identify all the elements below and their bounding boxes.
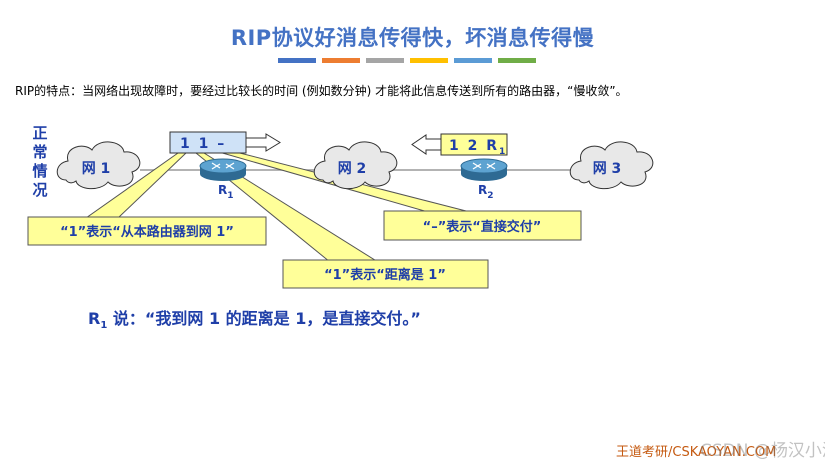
r2-update-message: 1 2 R1 (411, 133, 508, 157)
r1-message-text: 1 1 – (180, 136, 226, 152)
router-r2[interactable]: R2 (460, 158, 508, 201)
arrow-right-icon (245, 133, 281, 152)
callout-text: “1”表示“从本路由器到网 1” (60, 224, 234, 240)
callout-text: “–”表示“直接交付” (423, 219, 542, 235)
side-label: 正 常 情 况 (30, 124, 50, 200)
router-r1[interactable]: R1 (199, 158, 247, 201)
color-bar-2 (322, 58, 360, 63)
router-label: R2 (478, 183, 494, 201)
router-label: R1 (218, 183, 234, 201)
r2-message-text: 1 2 R1 (449, 138, 507, 157)
r1-update-message: 1 1 – (169, 131, 281, 154)
side-label-char: 情 (32, 162, 48, 180)
side-label-char: 正 (32, 124, 48, 142)
arrow-left-icon (411, 134, 442, 155)
slide-title: RIP协议好消息传得快，坏消息传得慢 (230, 26, 595, 50)
callout-distance: “1”表示“距离是 1” (282, 259, 489, 289)
network-label: 网 2 (338, 161, 367, 177)
router-arrows-icon (472, 162, 496, 170)
color-bar-5 (454, 58, 492, 63)
cloud-net-1: 网 1 (56, 141, 141, 190)
cloud-net-2: 网 2 (313, 141, 398, 190)
intro-text: RIP的特点：当网络出现故障时，要经过比较长的时间 (例如数分钟) 才能将此信息… (15, 84, 628, 98)
side-label-char: 况 (32, 181, 48, 199)
color-bar-1 (278, 58, 316, 63)
network-label: 网 1 (82, 161, 111, 177)
network-label: 网 3 (593, 161, 622, 177)
watermark: CSDN @杨汉小泽 (700, 441, 825, 461)
color-bar-3 (366, 58, 404, 63)
cloud-net-3: 网 3 (569, 141, 654, 190)
color-bar-6 (498, 58, 536, 63)
color-bar-4 (410, 58, 448, 63)
title-color-bars (278, 58, 536, 63)
callout-direct: “–”表示“直接交付” (383, 210, 582, 241)
conclusion-text: R1 说：“我到网 1 的距离是 1，是直接交付。” (88, 309, 421, 331)
footer-brand: 王道考研/CSKAOYAN.COM (616, 445, 777, 460)
callout-text: “1”表示“距离是 1” (324, 267, 446, 283)
router-arrows-icon (211, 162, 235, 170)
side-label-char: 常 (32, 143, 48, 161)
callout-from-router: “1”表示“从本路由器到网 1” (27, 216, 267, 246)
